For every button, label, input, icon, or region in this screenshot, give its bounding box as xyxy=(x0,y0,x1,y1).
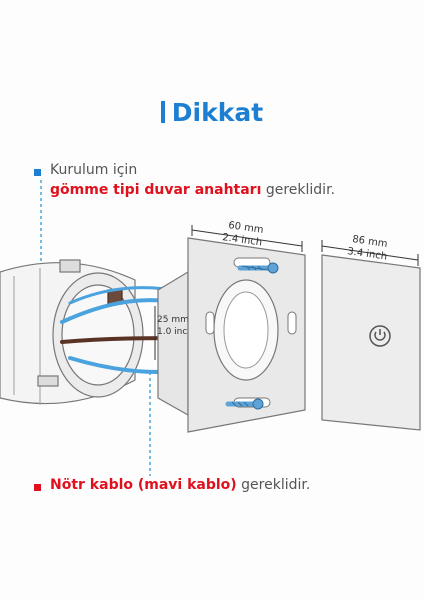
power-icon xyxy=(374,329,386,341)
page-title: Dikkat xyxy=(0,98,424,127)
screw-icon xyxy=(225,398,264,410)
switch-module xyxy=(157,270,189,417)
note1-line2: gömme tipi duvar anahtarı gereklidir. xyxy=(50,182,335,198)
wall-box xyxy=(0,259,144,405)
depth-mm: 25 mm xyxy=(157,315,189,325)
mounting-frame xyxy=(187,237,306,433)
power-button-ring xyxy=(369,325,391,347)
panel-mm: 86 mm xyxy=(352,234,389,250)
screw-icon xyxy=(237,262,279,274)
title-bar-icon xyxy=(160,101,165,123)
depth-inch: 1.0 inch xyxy=(157,327,193,337)
note1-suffix: gereklidir. xyxy=(261,182,335,198)
note2-suffix: gereklidir. xyxy=(236,477,311,493)
bullet-icon xyxy=(34,484,41,491)
note1-highlight: gömme tipi duvar anahtarı xyxy=(50,182,262,198)
note2-line: Nötr kablo (mavi kablo) gereklidir. xyxy=(50,477,310,493)
glass-panel xyxy=(321,254,421,431)
note2-highlight: Nötr kablo (mavi kablo) xyxy=(50,477,237,493)
note1-line1: Kurulum için xyxy=(50,162,138,178)
bullet-icon xyxy=(34,169,41,176)
frame-mm: 60 mm xyxy=(228,220,265,236)
title-text: Dikkat xyxy=(171,98,264,127)
